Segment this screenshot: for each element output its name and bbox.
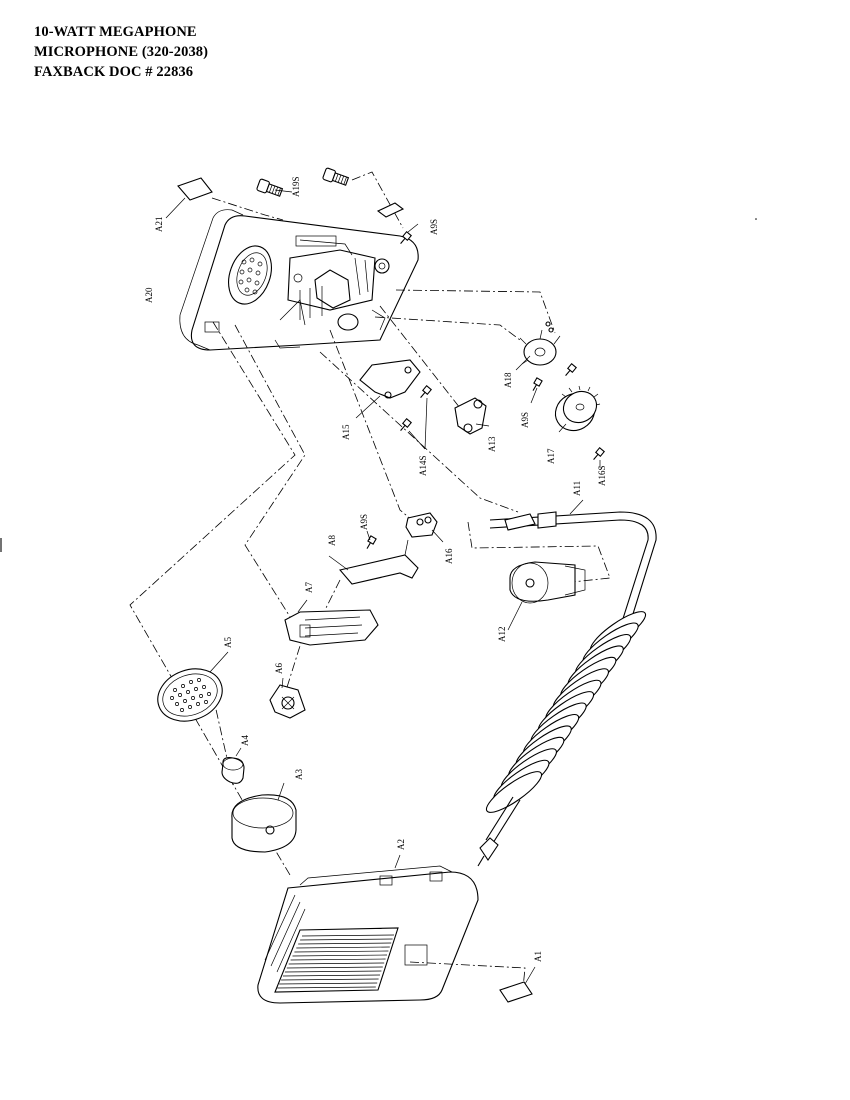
title-line-2: MICROPHONE (320-2038) (34, 44, 209, 60)
title-line-3: FAXBACK DOC # 22836 (34, 64, 194, 80)
grille-slot (300, 938, 393, 941)
label-a21 (177, 177, 213, 201)
mic-element-a3 (231, 794, 297, 853)
potentiometer-a18 (519, 321, 561, 366)
label-text-a15: A15 (341, 424, 351, 440)
label-text-a7: A7 (304, 582, 314, 593)
label-text-a3: A3 (294, 769, 304, 780)
label-a1 (499, 981, 533, 1003)
page-mark-dot (755, 218, 757, 220)
title-block: 10-WATT MEGAPHONE MICROPHONE (320-2038) … (34, 22, 208, 82)
housing-front-a2 (257, 865, 479, 1004)
label-text-a14s: A14S (418, 455, 428, 476)
clip-a16 (405, 512, 438, 538)
grommet-a12 (509, 561, 586, 604)
grille-slot (296, 946, 390, 949)
grille-slot (286, 966, 383, 969)
screw-a14s-2 (400, 417, 413, 432)
screw-a14s-1 (420, 384, 433, 399)
label-text-a9s-right: A9S (520, 412, 530, 428)
label-text-a5: A5 (223, 637, 233, 648)
label-text-a13: A13 (487, 436, 497, 452)
label-text-a11: A11 (572, 481, 582, 496)
screws-a19s (256, 167, 350, 197)
switch-a7 (284, 609, 379, 646)
cord-coils (485, 611, 647, 813)
grille-disc-a5 (157, 668, 223, 722)
plate-a9s-top (376, 202, 405, 218)
label-text-a9s-mid: A9S (359, 514, 369, 530)
label-text-a12: A12 (497, 627, 507, 643)
grille-slot (290, 958, 386, 961)
label-text-a16: A16 (444, 548, 454, 564)
button-a6 (269, 684, 306, 719)
label-text-a17: A17 (546, 448, 556, 464)
label-text-a18: A18 (503, 372, 513, 388)
label-text-a16s: A16S (597, 465, 607, 486)
bracket-a13 (454, 397, 487, 435)
grille-slot (288, 962, 385, 965)
grille-slot (294, 950, 389, 953)
knob-a17 (554, 385, 601, 432)
housing-rear-a20 (179, 209, 419, 351)
part-labels: A21 A19S A9S A20 A18 A9S A17 A16S A13 A1… (144, 176, 607, 962)
label-text-a21: A21 (154, 217, 164, 233)
screw-a16s (593, 446, 606, 461)
screw-a9s-right (532, 377, 543, 391)
label-text-a19s: A19S (291, 176, 301, 197)
grille-slot (301, 934, 395, 937)
cord-coil (485, 771, 543, 813)
coiled-cord-a11 (477, 511, 657, 867)
label-text-a9s-top: A9S (429, 219, 439, 235)
grille-slot (279, 982, 378, 985)
label-text-a4: A4 (240, 735, 250, 746)
grille-slot (298, 942, 392, 945)
screw-a9s-mid (366, 535, 377, 549)
title-line-1: 10-WATT MEGAPHONE (34, 24, 197, 40)
label-text-a20: A20 (144, 287, 154, 303)
screw-a18 (565, 362, 578, 377)
lever-a8 (338, 539, 419, 585)
speaker-grille-slots (277, 934, 395, 989)
grille-slot (277, 986, 376, 989)
grille-slot (281, 978, 379, 981)
grille-slot (292, 954, 388, 957)
label-leaders (165, 189, 601, 985)
grille-slot (282, 974, 381, 977)
screw-a9s-top (400, 230, 413, 245)
speaker-grille-dots (238, 257, 263, 295)
label-text-a8: A8 (327, 535, 337, 546)
bracket-a15 (359, 359, 421, 399)
label-text-a6: A6 (274, 663, 284, 674)
grille-slot (284, 970, 382, 973)
magnet-a4 (221, 757, 245, 784)
label-text-a2: A2 (396, 839, 406, 850)
label-text-a1: A1 (533, 951, 543, 962)
